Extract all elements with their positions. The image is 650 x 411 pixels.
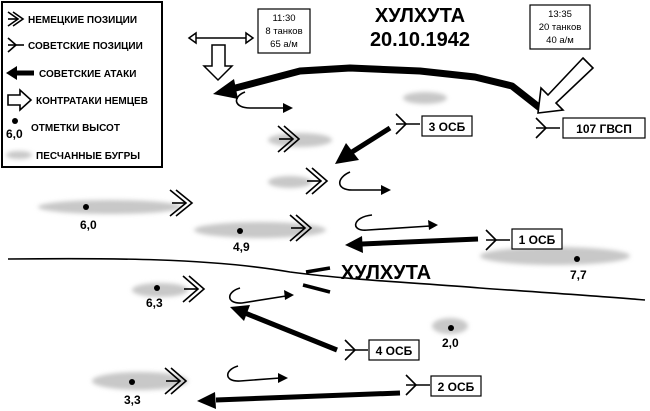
svg-text:107 ГВСП: 107 ГВСП: [576, 122, 632, 136]
map-title: ХУЛХУТА: [375, 5, 465, 27]
german-position: [182, 275, 206, 303]
legend-sand-dunes: ПЕСЧАННЫЕ БУГРЫ: [36, 151, 140, 162]
unit-label-1: 1 ОСБ: [511, 228, 563, 250]
german-hook-arrow: [354, 214, 431, 231]
sand-dunes: [38, 92, 630, 390]
german-hook-arrow: [226, 365, 281, 382]
german-position: [289, 214, 313, 242]
german-positions: [164, 125, 329, 395]
svg-text:4 ОСБ: 4 ОСБ: [376, 344, 413, 358]
height-mark-dot: [129, 379, 135, 385]
german-force-box: 11:30 8 танков 65 а/м: [257, 8, 311, 54]
sand-dune: [403, 92, 447, 104]
road: [7, 257, 646, 301]
height-mark-dot: [237, 228, 243, 234]
german-force-vehicles: 65 а/м: [270, 39, 298, 50]
legend-soviet-positions: СОВЕТСКИЕ ПОЗИЦИИ: [28, 41, 143, 52]
soviet-attack-arrow-2: [197, 390, 401, 409]
legend-soviet-attacks: СОВЕТСКИЕ АТАКИ: [39, 69, 136, 80]
height-marks: 6,0 4,9 7,7 6,3 2,0 3,3: [80, 204, 587, 407]
german-hook-arrow: [278, 373, 288, 383]
legend-height-sample: 6,0: [6, 127, 23, 141]
german-counterattack-arrow-107: [537, 56, 595, 114]
height-7-7: 7,7: [570, 268, 587, 282]
height-mark-icon: [12, 118, 18, 124]
soviet-position-icon: [7, 37, 24, 53]
german-counterattack-marker: [187, 31, 255, 82]
german-hook-arrow: [381, 185, 391, 195]
soviet-positions: [344, 113, 560, 396]
sand-dune: [480, 247, 630, 265]
german-hook-arrow: [338, 171, 384, 191]
svg-text:2 ОСБ: 2 ОСБ: [438, 380, 475, 394]
height-mark-dot: [448, 325, 454, 331]
sand-dune: [268, 176, 312, 188]
sand-dune: [92, 372, 188, 390]
german-hook-arrow: [228, 287, 287, 304]
legend-height-marks: ОТМЕТКИ ВЫСОТ: [31, 123, 120, 134]
sand-dune: [268, 133, 332, 147]
bridge-marks: [302, 266, 331, 294]
german-force-time: 11:30: [272, 13, 295, 24]
height-2-0: 2,0: [442, 336, 459, 350]
svg-text:3 ОСБ: 3 ОСБ: [429, 120, 466, 134]
legend-german-positions: НЕМЕЦКИЕ ПОЗИЦИИ: [28, 15, 137, 26]
height-6-0: 6,0: [80, 218, 97, 232]
soviet-force-tanks: 20 танков: [539, 22, 582, 33]
soviet-attack-arrow-1: [345, 236, 479, 253]
unit-label-3: 3 ОСБ: [421, 115, 473, 137]
soviet-attack-107-arrow: [213, 64, 543, 111]
german-hook-arrow: [283, 103, 293, 113]
height-6-3: 6,3: [146, 296, 163, 310]
soviet-position: [405, 374, 430, 396]
height-4-9: 4,9: [233, 240, 250, 254]
soviet-position: [344, 339, 368, 361]
sand-dune: [194, 222, 326, 238]
soviet-position: [485, 229, 510, 251]
german-hook-arrows: [226, 91, 438, 383]
german-position: [169, 189, 194, 217]
german-position-icon: [7, 11, 25, 27]
svg-text:1 ОСБ: 1 ОСБ: [519, 233, 556, 247]
legend: НЕМЕЦКИЕ ПОЗИЦИИ СОВЕТСКИЕ ПОЗИЦИИ СОВЕТ…: [1, 1, 163, 168]
height-3-3: 3,3: [124, 393, 141, 407]
soviet-position: [395, 113, 420, 135]
unit-label-4: 4 ОСБ: [368, 339, 420, 361]
map-date: 20.10.1942: [370, 29, 470, 51]
height-mark-dot: [574, 256, 580, 262]
sand-dune: [38, 200, 182, 214]
german-hook-arrow: [284, 290, 294, 300]
german-counterattack-arrow-icon: [7, 88, 33, 112]
soviet-force-box: 13:35 20 танков 40 а/м: [529, 4, 591, 50]
german-hook-arrow: [235, 91, 286, 109]
soviet-attack-arrow-3: [335, 125, 392, 164]
unit-label-2: 2 ОСБ: [430, 375, 482, 397]
german-force-tanks: 8 танков: [265, 26, 302, 37]
soviet-attack-arrow-4: [230, 305, 338, 353]
german-hook-arrow: [428, 220, 438, 230]
soviet-force-time: 13:35: [548, 9, 572, 20]
sand-dune: [132, 283, 188, 297]
soviet-attack-arrow-icon: [6, 66, 34, 80]
german-position: [164, 367, 188, 395]
german-position: [305, 167, 329, 195]
soviet-position: [535, 117, 560, 139]
unit-label-107: 107 ГВСП: [562, 117, 646, 139]
sand-dune-icon: [6, 151, 32, 159]
legend-german-counterattacks: КОНТРАТАКИ НЕМЦЕВ: [36, 96, 148, 107]
legend-frame: [1, 1, 163, 168]
german-position: [277, 125, 301, 153]
height-mark-dot: [154, 285, 160, 291]
height-mark-dot: [83, 204, 89, 210]
town-label: ХУЛХУТА: [341, 262, 431, 284]
soviet-force-vehicles: 40 а/м: [546, 35, 574, 46]
